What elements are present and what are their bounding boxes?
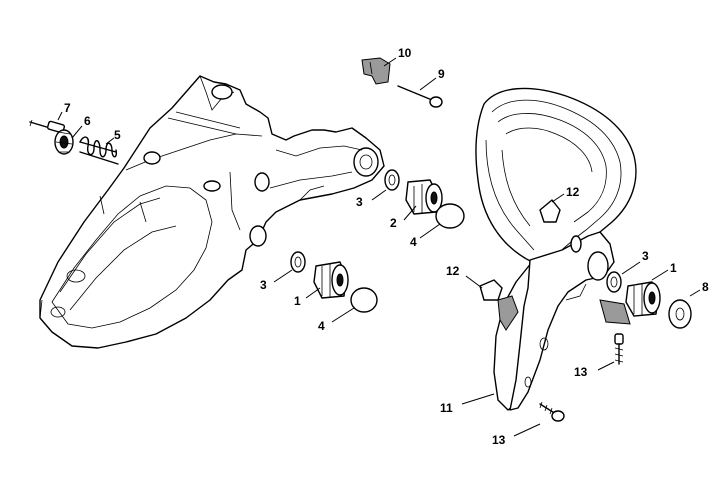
part-6-adjuster-wheel <box>54 129 74 155</box>
callout-13-upper: 13 <box>574 365 588 379</box>
part-9-pin <box>397 85 443 108</box>
part-12-buffer-upper <box>539 199 561 223</box>
callout-12-upper: 12 <box>566 185 580 199</box>
callout-2: 2 <box>390 216 397 230</box>
part-7-screw <box>29 119 66 134</box>
callout-3-right: 3 <box>642 249 649 263</box>
callout-11: 11 <box>440 401 453 415</box>
part-5-spring <box>79 136 119 165</box>
callout-4-lower: 4 <box>318 319 325 333</box>
callout-6: 6 <box>84 114 91 128</box>
callout-1-lower: 1 <box>294 294 301 308</box>
callout-1-right: 1 <box>670 261 677 275</box>
callout-10: 10 <box>398 46 412 60</box>
right-mount-assembly <box>599 271 692 329</box>
part-11-handle <box>475 87 637 411</box>
part-13-screw-upper <box>614 333 624 365</box>
callout-3-lower: 3 <box>260 278 267 292</box>
part-13-screw-lower <box>539 401 565 422</box>
leader-lines <box>57 57 701 437</box>
part-12-buffer-lower <box>479 279 503 301</box>
lower-mount-assembly <box>290 251 378 313</box>
callout-8: 8 <box>702 280 709 294</box>
callout-5: 5 <box>114 128 121 142</box>
engine-housing <box>39 75 385 349</box>
callout-9: 9 <box>438 67 445 81</box>
callout-12-lower: 12 <box>446 264 460 278</box>
callout-4-upper: 4 <box>410 235 417 249</box>
callout-3-upper: 3 <box>356 195 363 209</box>
callout-labels: 7 6 5 10 9 3 2 4 12 3 1 4 12 3 1 8 13 11… <box>64 46 709 447</box>
upper-mount-assembly <box>384 169 465 229</box>
callout-7: 7 <box>64 101 71 115</box>
callout-13-lower: 13 <box>492 433 506 447</box>
part-10-clip <box>361 57 391 85</box>
